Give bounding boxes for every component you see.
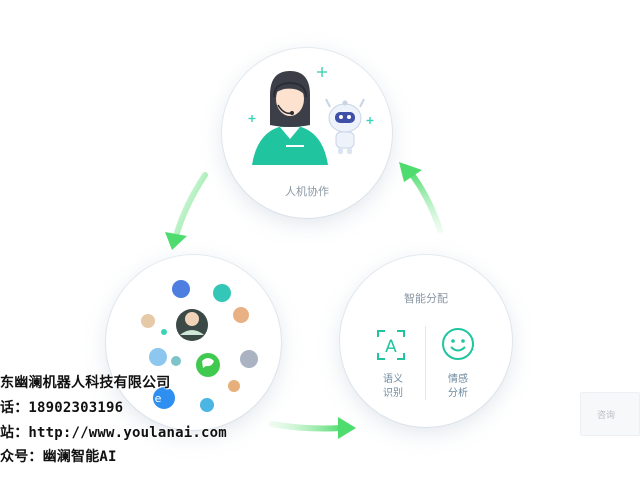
arrowhead-right-to-top <box>399 162 422 182</box>
smiley-icon <box>442 328 474 360</box>
overlay-website: 站：http://www.youlanai.com <box>0 425 227 441</box>
feature-divider <box>425 326 426 400</box>
feature-label-emotion-line2: 分析 <box>448 388 468 399</box>
consult-button[interactable]: 咨询 <box>580 392 640 436</box>
robot-icon <box>325 98 365 154</box>
arrow-right-to-top <box>407 169 443 233</box>
channel-network: e <box>141 280 258 412</box>
node-smart-routing <box>340 255 512 427</box>
node-title-routing: 智能分配 <box>404 292 448 305</box>
node-channels <box>106 255 281 430</box>
feature-label-emotion: 情感 分析 <box>443 373 473 401</box>
browser-icon <box>153 387 175 409</box>
feature-label-semantic-line1: 语义 <box>383 374 403 385</box>
arrowhead-top-to-left <box>165 232 187 250</box>
node-label-collab: 人机协作 <box>285 185 329 198</box>
customer-agent-icon <box>252 71 328 165</box>
svg-text:e: e <box>155 392 162 405</box>
feature-label-emotion-line1: 情感 <box>448 374 468 385</box>
channel-icons <box>141 280 258 412</box>
svg-text:A: A <box>385 337 397 357</box>
overlay-company: 东幽澜机器人科技有限公司 <box>0 375 171 391</box>
arrowhead-left-to-right <box>338 417 356 439</box>
overlay-wechat: 众号：幽澜智能AI <box>0 449 117 465</box>
arrow-top-to-left <box>173 172 208 239</box>
sparkle-icon <box>248 67 374 124</box>
text-recognition-icon: A <box>377 330 405 360</box>
feature-label-semantic: 语义 识别 <box>378 373 408 401</box>
overlay-phone: 话：18902303196 <box>0 400 124 416</box>
arrow-left-to-right <box>269 421 345 432</box>
agent-robot-illustration <box>248 67 374 165</box>
consult-button-label: 咨询 <box>597 410 616 421</box>
feature-label-semantic-line2: 识别 <box>383 388 403 399</box>
